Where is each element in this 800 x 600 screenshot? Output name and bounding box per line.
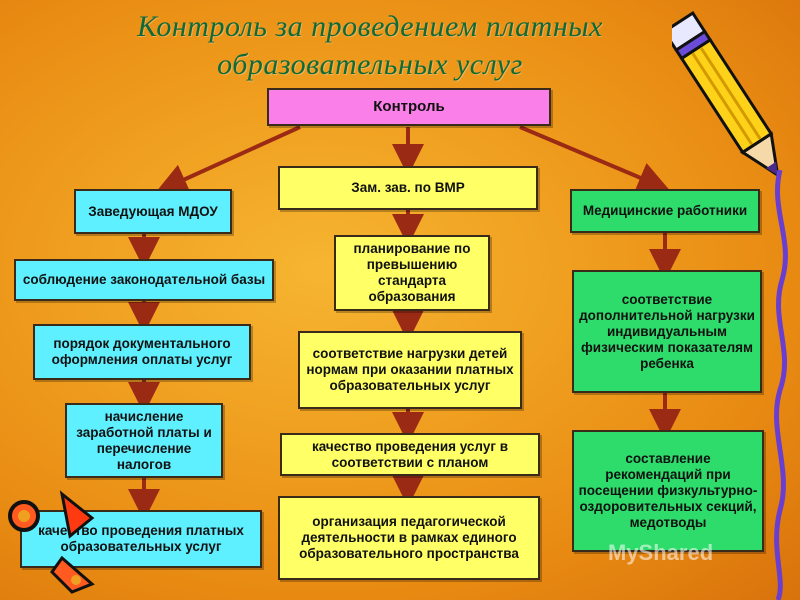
left-item-box: качество проведения платных образователь… [20, 510, 262, 568]
left-item-label: соблюдение законодательной базы [22, 272, 266, 287]
center-item-label: организация педагогической деятельности … [299, 514, 519, 561]
right-item-label: составление рекомендаций при посещении ф… [578, 451, 758, 530]
arrow-root-to-right [519, 125, 670, 193]
center-item-box: соответствие нагрузки детей нормам при о… [298, 331, 522, 409]
pencil-clipart [672, 11, 780, 179]
right-item-label: соответствие дополнительной нагрузки инд… [579, 291, 755, 371]
center-header-label: Зам. зав. по ВМР [351, 180, 465, 195]
right-item-box: составление рекомендаций при посещении ф… [572, 430, 764, 552]
left-item-box: начисление заработной платы и перечислен… [65, 403, 223, 478]
right-header-label: Медицинские работники [582, 203, 748, 218]
center-item-box: качество проведения услуг в соответствии… [280, 433, 540, 476]
root-label: Контроль [373, 98, 445, 115]
left-item-box: соблюдение законодательной базы [14, 259, 274, 301]
arrow-root-to-left [155, 125, 301, 194]
scribble-line [774, 170, 788, 600]
left-header-label: Заведующая МДОУ [88, 203, 218, 219]
right-item-box: соответствие дополнительной нагрузки инд… [572, 270, 762, 393]
watermark-text: MyShared [608, 540, 714, 565]
left-item-label: начисление заработной платы и перечислен… [76, 408, 212, 472]
left-item-box: порядок документального оформления оплат… [33, 324, 251, 380]
center-item-box: организация педагогической деятельности … [278, 496, 540, 580]
center-item-label: соответствие нагрузки детей нормам при о… [306, 346, 514, 393]
scissors-clipart [8, 490, 95, 594]
slide-title-line-2: образовательных услуг [217, 48, 523, 81]
left-header-box: Заведующая МДОУ [74, 189, 232, 234]
left-item-label: качество проведения платных образователь… [38, 523, 244, 554]
slide-title-line-1: Контроль за проведением платных [137, 10, 603, 43]
center-item-label: качество проведения услуг в соответствии… [311, 438, 509, 470]
center-item-label: планирование по превышению стандарта обр… [353, 241, 471, 304]
center-item-box: планирование по превышению стандарта обр… [334, 235, 490, 311]
root-box: Контроль [267, 88, 551, 126]
right-header-box: Медицинские работники [570, 189, 760, 233]
center-header-box: Зам. зав. по ВМР [278, 166, 538, 210]
left-item-label: порядок документального оформления оплат… [51, 336, 233, 367]
